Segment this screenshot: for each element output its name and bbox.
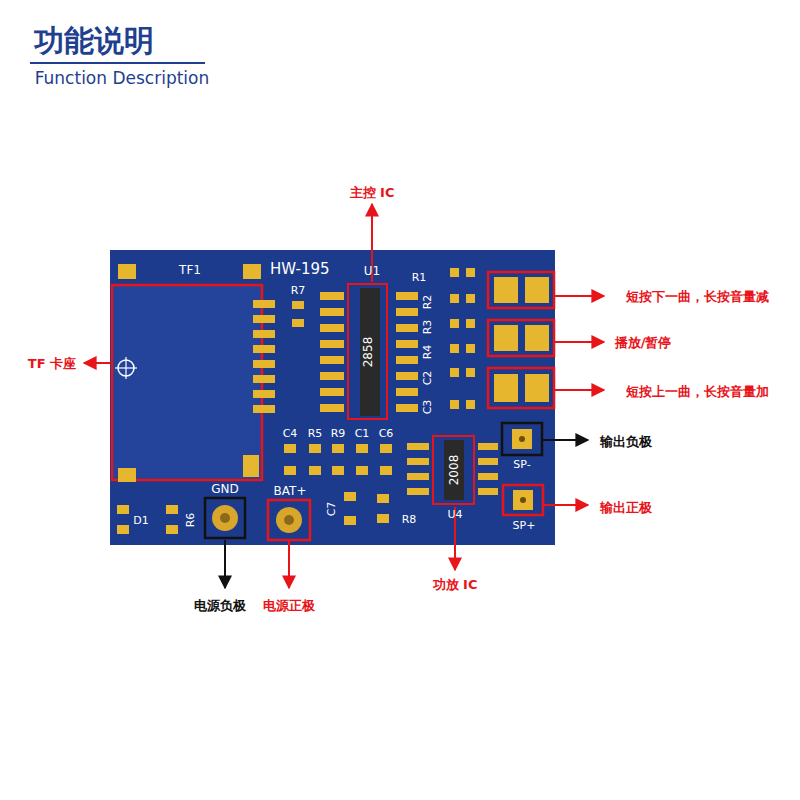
part-name: C4 <box>283 428 298 439</box>
callout-label: 主控 IC <box>350 186 395 199</box>
part-name: C1 <box>355 428 370 439</box>
part-name: R3 <box>422 320 433 335</box>
pcb-board <box>110 250 555 545</box>
button-pads <box>488 272 554 408</box>
chip-marking: 2858 <box>362 336 374 367</box>
part-name: C3 <box>422 400 433 415</box>
pin-name: BAT+ <box>274 485 307 497</box>
leader-lines <box>84 204 604 588</box>
amplifier-chip: 2008 <box>432 435 475 505</box>
pin-name: GND <box>211 483 239 495</box>
part-name: D1 <box>133 515 148 526</box>
callout-label: 输出负极 <box>600 435 652 448</box>
resistor-pads <box>292 268 475 409</box>
callout-label: 功放 IC <box>433 578 478 591</box>
callout-label: 输出正极 <box>600 501 652 514</box>
sp-neg-frame <box>502 423 542 455</box>
part-name: R4 <box>422 345 433 360</box>
chip-marking: 2008 <box>448 455 460 486</box>
callout-label: 电源负极 <box>194 599 246 612</box>
tf-tabs <box>118 264 261 482</box>
board-model: HW-195 <box>270 262 330 277</box>
sp-pos-frame <box>503 485 543 515</box>
part-name: R1 <box>412 272 427 283</box>
part-name: C6 <box>379 428 394 439</box>
u1-body <box>360 288 380 416</box>
part-name: R5 <box>308 428 323 439</box>
page-title: 功能说明 <box>34 26 154 56</box>
u4-body <box>444 440 464 500</box>
part-name: TF1 <box>179 264 201 276</box>
component-pads <box>117 444 392 534</box>
page-subtitle: Function Description <box>35 70 210 87</box>
pin-name: SP+ <box>513 520 536 531</box>
tf-socket <box>112 285 262 480</box>
part-name: R8 <box>402 514 417 525</box>
part-name: U4 <box>447 509 462 520</box>
part-name: C2 <box>422 371 433 386</box>
sp-neg-pad <box>512 429 532 449</box>
main-control-chip: 2858 <box>347 283 388 420</box>
part-name: U1 <box>364 265 380 277</box>
part-name: R9 <box>331 428 346 439</box>
part-name: R6 <box>185 513 196 528</box>
sp-pos-pad <box>513 490 533 510</box>
part-name: C7 <box>326 502 337 517</box>
callout-label: 短按下一曲，长按音量减 <box>626 290 769 303</box>
gnd-pad-frame <box>205 498 245 538</box>
pin-name: SP- <box>513 459 530 470</box>
callout-label: 播放/暂停 <box>615 336 672 349</box>
part-name: R7 <box>291 285 306 296</box>
callout-label: 短按上一曲，长按音量加 <box>626 385 769 398</box>
tf-pins <box>253 300 275 413</box>
title-rule <box>30 62 205 64</box>
gnd-pad <box>212 505 238 531</box>
bat-pad-frame <box>268 500 310 540</box>
pcb-board: HW-195 2858 2008 <box>110 250 555 545</box>
bat-pad <box>276 507 302 533</box>
callout-label: 电源正极 <box>263 599 315 612</box>
callout-label: TF 卡座 <box>28 357 76 370</box>
part-name: R2 <box>422 295 433 310</box>
